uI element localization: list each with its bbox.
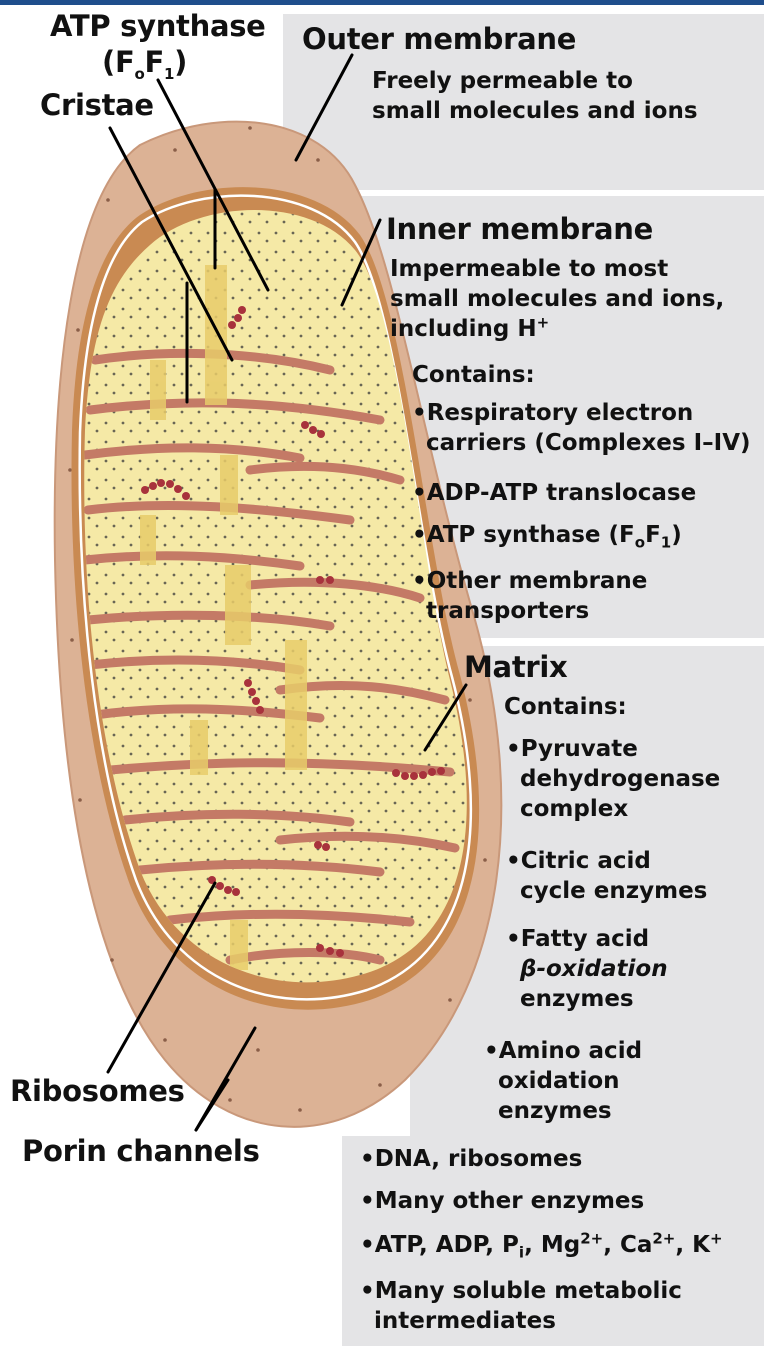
matrix-item-7: •Many soluble metabolic intermediates bbox=[360, 1276, 682, 1336]
inner-membrane-including: including H+ bbox=[390, 314, 724, 344]
matrix-item-5: •DNA, ribosomes bbox=[360, 1144, 582, 1174]
matrix-item-4: •Amino acid oxidation enzymes bbox=[484, 1036, 642, 1126]
matrix-item-ions: •ATP, ADP, Pi, Mg2+, Ca2+, K+ bbox=[360, 1230, 723, 1260]
atp-synthase-line1: ATP synthase bbox=[50, 8, 266, 44]
label-porin-channels: Porin channels bbox=[22, 1134, 260, 1168]
inner-membrane-contains-label: Contains: bbox=[412, 360, 535, 390]
inner-membrane-item-4: •Other membrane transporters bbox=[412, 566, 647, 626]
outer-membrane-title: Outer membrane bbox=[302, 22, 576, 56]
matrix-item-2: •Citric acid cycle enzymes bbox=[506, 846, 707, 906]
outer-membrane-description: Freely permeable to small molecules and … bbox=[372, 66, 698, 126]
label-atp-synthase: ATP synthase (FoF1) bbox=[50, 8, 266, 80]
inner-membrane-description: Impermeable to most small molecules and … bbox=[390, 254, 724, 344]
inner-membrane-item-2: •ADP-ATP translocase bbox=[412, 478, 696, 508]
inner-membrane-title: Inner membrane bbox=[386, 212, 653, 246]
atp-synthase-line2: (FoF1) bbox=[50, 44, 266, 80]
matrix-contains-label: Contains: bbox=[504, 692, 627, 722]
inner-membrane-item-3: •ATP synthase (FoF1) bbox=[412, 520, 682, 550]
pointer-outer-membrane bbox=[296, 55, 352, 160]
label-ribosomes: Ribosomes bbox=[10, 1074, 185, 1108]
label-cristae: Cristae bbox=[40, 88, 154, 122]
matrix-item-1: •Pyruvate dehydrogenase complex bbox=[506, 734, 720, 824]
matrix-item-6: •Many other enzymes bbox=[360, 1186, 644, 1216]
matrix-title: Matrix bbox=[464, 650, 567, 684]
matrix-item-3: •Fatty acid β-oxidation enzymes bbox=[506, 924, 668, 1014]
inner-membrane-item-1: •Respiratory electron carriers (Complexe… bbox=[412, 398, 751, 458]
